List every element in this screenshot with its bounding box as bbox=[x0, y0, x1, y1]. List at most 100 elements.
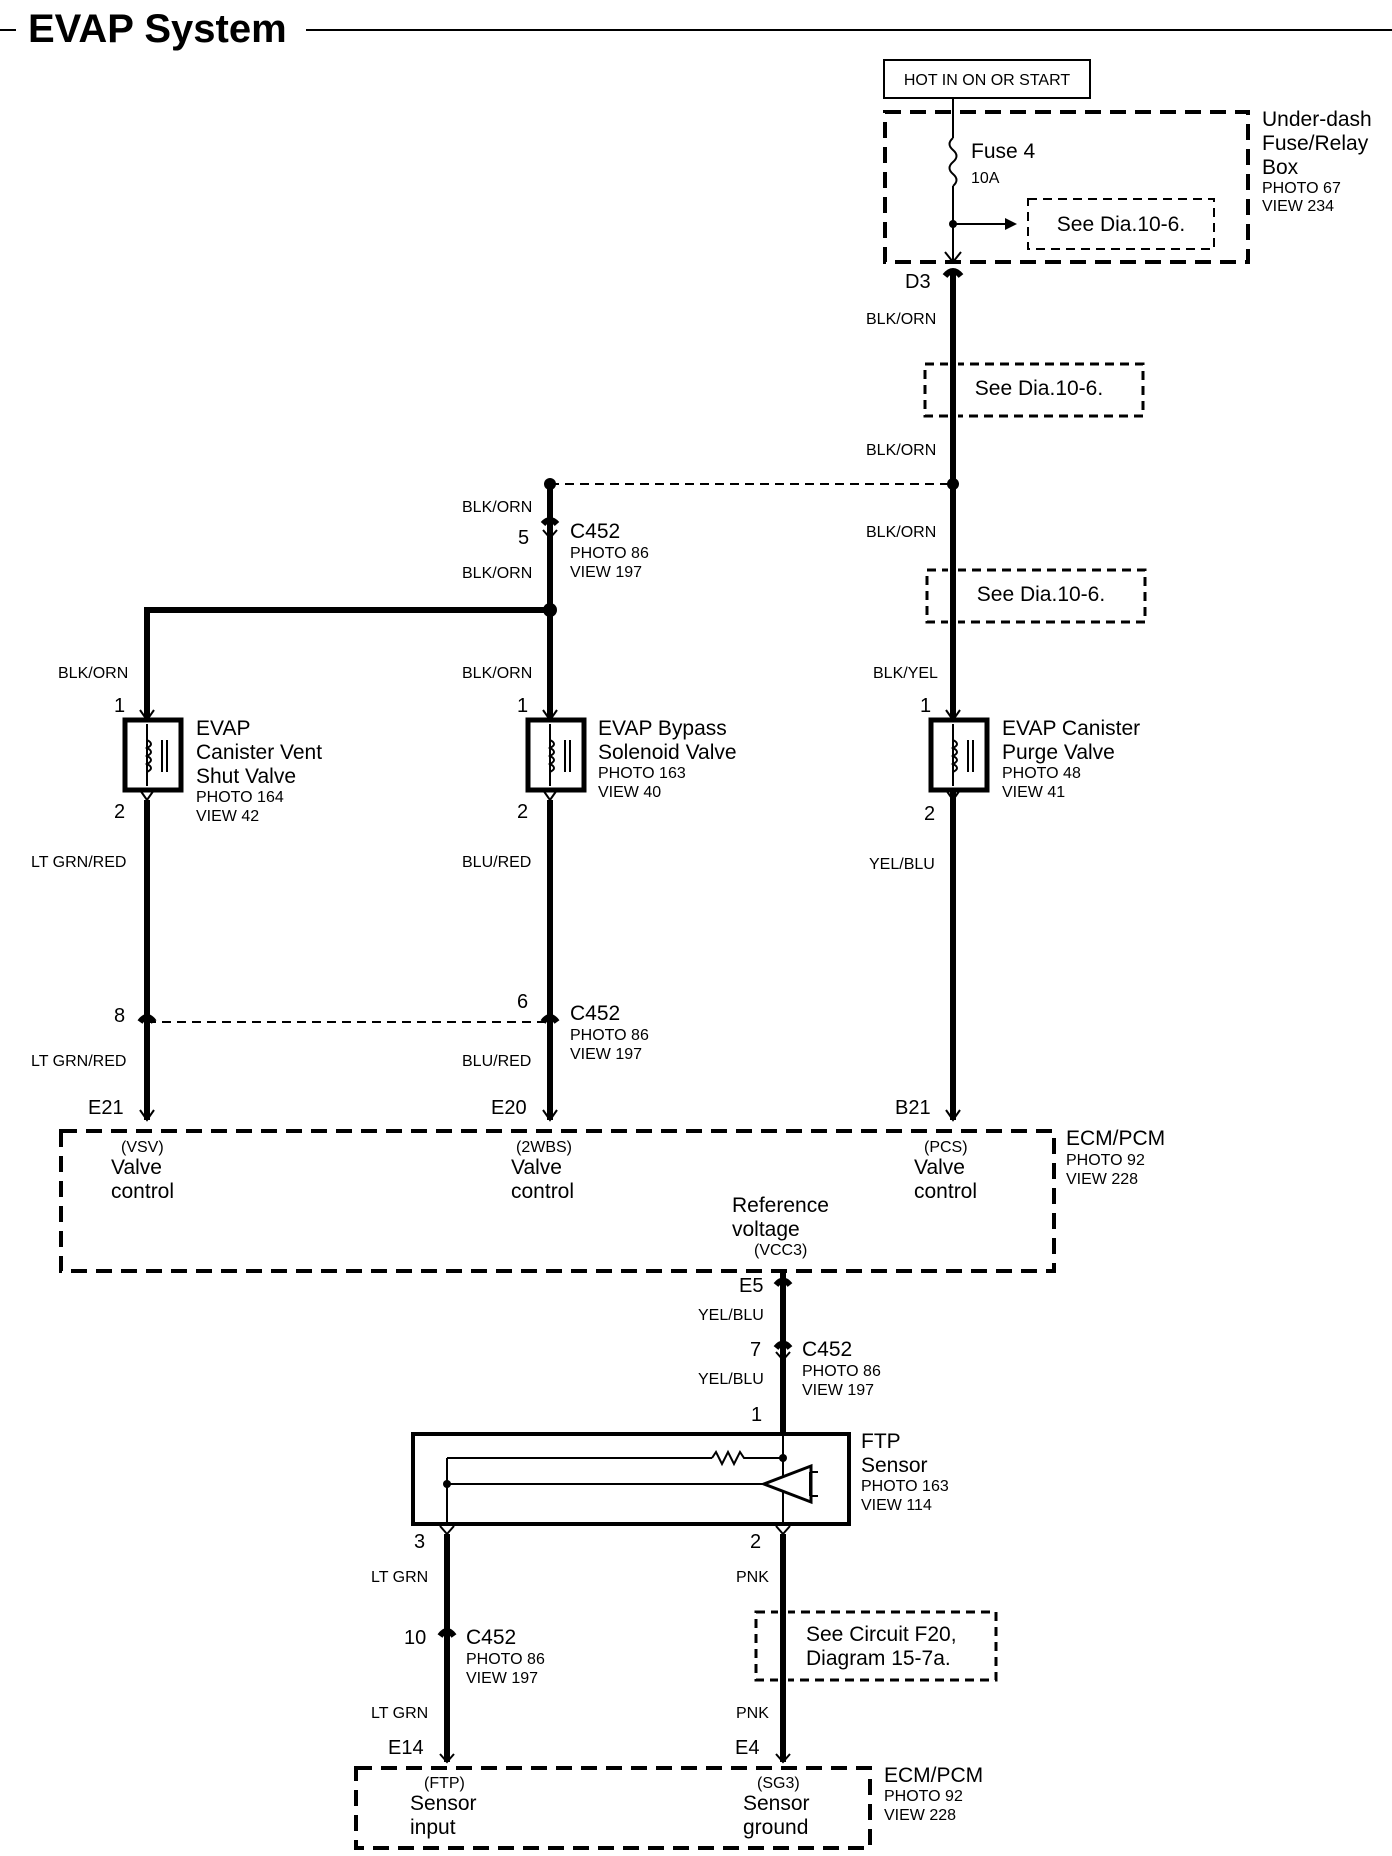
ftp-internal-dot-right bbox=[779, 1454, 787, 1462]
hot-in-on-label: HOT IN ON OR START bbox=[904, 72, 1070, 89]
bypass-valve-pin-1: 1 bbox=[517, 695, 528, 717]
ftp-pin2-arrow-icon bbox=[775, 1525, 791, 1536]
ecm-lower-name: ECM/PCM bbox=[884, 1764, 983, 1787]
bypass-valve-coil-icon bbox=[547, 739, 555, 773]
ecm-upper-photo: PHOTO 92 bbox=[1066, 1152, 1145, 1169]
ecm-2wbs-line2: control bbox=[511, 1180, 574, 1203]
wire-color-bypass-lower: BLU/RED bbox=[462, 1053, 531, 1070]
c452-name-top: C452 bbox=[570, 520, 620, 543]
bypass-valve-photo: PHOTO 163 bbox=[598, 765, 686, 782]
ecm-ref-line2: voltage bbox=[732, 1218, 800, 1241]
terminal-b21: B21 bbox=[895, 1097, 931, 1119]
purge-valve-name-line2: Purge Valve bbox=[1002, 741, 1115, 764]
e14-arrow-icon bbox=[439, 1753, 455, 1764]
wire-color-ftp-signal-top: LT GRN bbox=[371, 1569, 428, 1586]
ecm-ftp-code: (FTP) bbox=[424, 1775, 465, 1792]
vent-valve-pin-1: 1 bbox=[114, 695, 125, 717]
vent-valve-symbol bbox=[122, 717, 184, 793]
c452-name-ftp: C452 bbox=[802, 1338, 852, 1361]
see-dia-label-2[interactable]: See Dia.10-6. bbox=[977, 583, 1105, 606]
vent-valve-name-line2: Canister Vent bbox=[196, 741, 322, 764]
fuse-box-name-line3: Box bbox=[1262, 156, 1299, 179]
ecm-pcs-line1: Valve bbox=[914, 1156, 965, 1179]
ecm-lower-view: VIEW 228 bbox=[884, 1807, 956, 1824]
ecm-2wbs-line1: Valve bbox=[511, 1156, 562, 1179]
see-dia-box-2 bbox=[925, 568, 1147, 624]
fuse-relay-box bbox=[883, 110, 1250, 264]
ftp-photo: PHOTO 163 bbox=[861, 1478, 949, 1495]
ecm-sg3-line1: Sensor bbox=[743, 1792, 810, 1815]
e4-arrow-icon bbox=[775, 1753, 791, 1764]
fuse-name: Fuse 4 bbox=[971, 140, 1036, 163]
c452-photo-ftp: PHOTO 86 bbox=[802, 1363, 881, 1380]
page-title: EVAP System bbox=[28, 7, 287, 51]
c452-name-mid: C452 bbox=[570, 1002, 620, 1025]
wire-color-upper-splice: BLK/ORN bbox=[866, 442, 936, 459]
wire-color-vent-bottom: LT GRN/RED bbox=[31, 854, 126, 871]
b21-arrow-icon bbox=[945, 1109, 961, 1122]
c452-pin10-symbol bbox=[437, 1628, 457, 1638]
c452-name-lower: C452 bbox=[466, 1626, 516, 1649]
terminal-e20: E20 bbox=[491, 1097, 527, 1119]
see-dia-label-1[interactable]: See Dia.10-6. bbox=[975, 377, 1103, 400]
c452-view-lower: VIEW 197 bbox=[466, 1670, 538, 1687]
ecm-sg3-line2: ground bbox=[743, 1816, 808, 1839]
wire-color-purge-bottom: YEL/BLU bbox=[869, 856, 935, 873]
bypass-splice-dot bbox=[543, 603, 557, 617]
see-circuit-line2[interactable]: Diagram 15-7a. bbox=[806, 1647, 951, 1670]
e20-arrow-icon bbox=[542, 1109, 558, 1122]
vent-valve-pin-2: 2 bbox=[114, 801, 125, 823]
ecm-ref-line1: Reference bbox=[732, 1194, 829, 1217]
purge-valve-symbol bbox=[928, 717, 990, 793]
terminal-e4: E4 bbox=[735, 1737, 759, 1759]
ftp-pin-1: 1 bbox=[751, 1404, 762, 1426]
fuse-box-name-line1: Under-dash bbox=[1262, 108, 1372, 131]
ftp-pin-3: 3 bbox=[414, 1531, 425, 1553]
wire-color-purge-top: BLK/YEL bbox=[873, 665, 938, 682]
wire-color-bypass-bottom: BLU/RED bbox=[462, 854, 531, 871]
wire-color-d3: BLK/ORN bbox=[866, 311, 936, 328]
ecm-vsv-line1: Valve bbox=[111, 1156, 162, 1179]
vent-valve-name-line1: EVAP bbox=[196, 717, 250, 740]
terminal-e14: E14 bbox=[388, 1737, 424, 1759]
ftp-resistor-icon bbox=[711, 1449, 783, 1467]
c452-pin6-symbol bbox=[540, 1014, 560, 1024]
e5-connector-symbol bbox=[773, 1277, 793, 1287]
terminal-e21: E21 bbox=[88, 1097, 124, 1119]
fuse-box-name-line2: Fuse/Relay bbox=[1262, 132, 1369, 155]
wire-color-right-mid: BLK/ORN bbox=[866, 524, 936, 541]
ftp-name-line2: Sensor bbox=[861, 1454, 928, 1477]
wire-color-c452-5-top: BLK/ORN bbox=[462, 499, 532, 516]
d3-arrow-icon bbox=[944, 251, 962, 264]
see-dia-fuse-label[interactable]: See Dia.10-6. bbox=[1057, 213, 1185, 236]
ecm-vsv-line2: control bbox=[111, 1180, 174, 1203]
terminal-e5: E5 bbox=[739, 1275, 763, 1297]
ecm-vsv-code: (VSV) bbox=[121, 1139, 164, 1156]
purge-valve-view: VIEW 41 bbox=[1002, 784, 1065, 801]
fuse-branch-arrow-icon bbox=[1005, 218, 1017, 230]
c452-photo-mid: PHOTO 86 bbox=[570, 1027, 649, 1044]
c452-pin-8: 8 bbox=[114, 1005, 125, 1027]
fuse-rating: 10A bbox=[971, 170, 1000, 187]
ftp-view: VIEW 114 bbox=[861, 1497, 932, 1514]
wire-color-vent-top: BLK/ORN bbox=[58, 665, 128, 682]
wire-color-ftp-ground-top: PNK bbox=[736, 1569, 769, 1586]
bypass-valve-view: VIEW 40 bbox=[598, 784, 661, 801]
c452-pin-5: 5 bbox=[518, 527, 529, 549]
hot-in-on-label-box bbox=[883, 59, 1091, 99]
purge-valve-photo: PHOTO 48 bbox=[1002, 765, 1081, 782]
ecm-ftp-line1: Sensor bbox=[410, 1792, 477, 1815]
see-dia-box-fuse bbox=[1027, 198, 1215, 250]
fuse-4-symbol bbox=[948, 137, 958, 187]
purge-valve-coil-icon bbox=[950, 739, 958, 773]
ecm-vcc3-code: (VCC3) bbox=[754, 1242, 807, 1259]
c452-pin5-arrow-icon bbox=[542, 529, 558, 540]
c452-pin8-symbol bbox=[137, 1014, 157, 1024]
purge-valve-pin2-arrow-icon bbox=[945, 789, 961, 802]
d3-connector-symbol bbox=[942, 268, 964, 279]
c452-pin-6: 6 bbox=[517, 991, 528, 1013]
fuse-box-view: VIEW 234 bbox=[1262, 198, 1334, 215]
wire-color-vent-lower: LT GRN/RED bbox=[31, 1053, 126, 1070]
see-circuit-line1[interactable]: See Circuit F20, bbox=[806, 1623, 957, 1646]
